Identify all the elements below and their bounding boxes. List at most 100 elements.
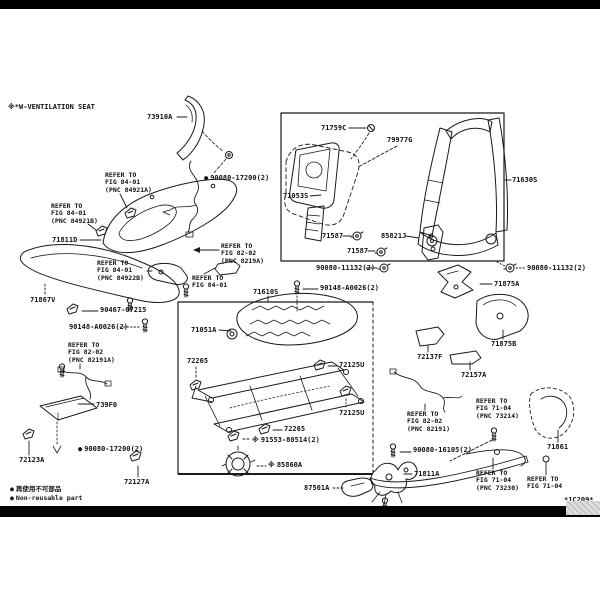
legend-text-jp: 再使用不可部品 [15, 485, 62, 493]
refer-line: REFER TO [476, 397, 508, 405]
part-label-72265-b: 72265 [284, 425, 306, 433]
seatback-wire-harness-drawing [162, 160, 199, 238]
refer-line: (PNC 8219A) [221, 256, 265, 265]
refer-line: (PNC 73214) [476, 411, 520, 420]
part-label-72265-a: 72265 [187, 357, 209, 365]
refer-line: FIG 84-01 [192, 281, 228, 290]
legend-text-en: Non-reusable part [15, 494, 83, 502]
refer-line: REFER TO [407, 410, 439, 418]
refer-note-fig71-04-pnc73230: REFER TO FIG 71-04 (PNC 73230) [476, 469, 520, 492]
part-label-71867v: 71867V [30, 296, 56, 304]
refer-line: (PNC 82191A) [68, 355, 115, 364]
part-label-71610s: 71610S [253, 288, 279, 296]
part-number-text: 90080-17200(2) [210, 174, 270, 182]
part-label-72123a: 72123A [19, 456, 45, 464]
armrest-bracket-drawings [147, 260, 241, 285]
seatback-board-drawing [284, 143, 360, 226]
top-black-bar [0, 0, 600, 9]
nonreusable-bullet-icon: ● [204, 174, 209, 182]
refer-line: REFER TO [221, 242, 253, 250]
ventilation-mark-icon: ※ [252, 436, 259, 444]
legend-nonreusable-jp: ●再使用不可部品 [10, 485, 62, 493]
cushion-edge-strip-drawing [369, 455, 529, 489]
part-label-85821j: 85821J [381, 232, 407, 240]
refer-note-fig84-01-short: REFER TO FIG 84-01 [192, 274, 228, 290]
seat-garnish-drawing [529, 387, 575, 439]
refer-note-fig71-04-short: REFER TO FIG 71-04 [527, 475, 563, 491]
track-bracket-drawing-72157 [449, 350, 482, 365]
refer-line: REFER TO [68, 341, 100, 349]
cushion-side-shield-drawing [19, 244, 180, 303]
refer-line: (PNC 84922B) [97, 273, 144, 282]
headrest-stay-drawing [176, 95, 233, 175]
refer-note-fig71-04-pnc73214: REFER TO FIG 71-04 (PNC 73214) [476, 397, 520, 420]
refer-line: FIG 84-01 [97, 266, 133, 275]
cushion-frame-drawing [226, 292, 358, 346]
part-label-85860a: ※85860A [268, 461, 302, 469]
part-label-72137f: 72137F [417, 353, 443, 361]
seat-cushion-shield-drawing [102, 178, 238, 254]
part-label-72125u-b: 72125U [339, 409, 365, 417]
part-label-739f0: 739F0 [96, 401, 118, 409]
part-number-text: 85860A [276, 461, 303, 469]
part-label-72125u-a: 72125U [339, 361, 365, 369]
part-number-text: 91553-80514(2) [260, 436, 320, 444]
part-label-72157a: 72157A [461, 371, 487, 379]
seat-wire-drawing-left [57, 366, 112, 400]
part-label-71811d: 71811D [52, 236, 78, 244]
legend-bullet-icon: ● [10, 494, 14, 502]
refer-line: FIG 84-01 [51, 209, 87, 218]
part-label-90080-11132-left: 90080-11132(2) [316, 264, 376, 272]
refer-line: (PNC 82191) [407, 424, 451, 433]
refer-line: REFER TO [51, 202, 83, 210]
part-label-71587-b: 71587 [347, 247, 369, 255]
refer-line: FIG 71-04 [527, 482, 563, 491]
refer-line: REFER TO [97, 259, 129, 267]
refer-line: FIG 84-01 [105, 178, 141, 187]
part-label-90080-17200-upper: ●90080-17200(2) [204, 174, 269, 182]
part-label-71051a: 71051A [191, 326, 217, 334]
refer-line: FIG 82-02 [407, 417, 443, 426]
refer-note-fig84-01-pnc84921b: REFER TO FIG 84-01 (PNC 84921B) [51, 202, 98, 225]
recliner-cover-bracket-drawing [421, 224, 444, 261]
part-label-72127a: 72127A [124, 478, 150, 486]
refer-line: REFER TO [105, 171, 137, 179]
belt-buckle-drawing [341, 477, 374, 497]
screw-drawing-71759C [350, 124, 375, 160]
recliner-outer-drawing [437, 264, 474, 299]
refer-note-fig82-02-pnc82191a: REFER TO FIG 82-02 (PNC 82191A) [68, 341, 115, 364]
refer-line: REFER TO [192, 274, 224, 282]
leader-lines [28, 116, 559, 489]
part-label-73910a: 73910A [147, 113, 173, 121]
part-label-91553-80514: ※91553-80514(2) [252, 436, 320, 444]
watermark-block [566, 501, 600, 515]
part-label-71875b: 71875B [491, 340, 517, 348]
bottom-black-bar [0, 506, 600, 517]
refer-note-fig82-02-pnc8219a: REFER TO FIG 82-02 (PNC 8219A) [221, 242, 265, 265]
refer-note-fig84-01-pnc84921a: REFER TO FIG 84-01 (PNC 84921A) [105, 171, 152, 194]
part-label-90467-07215: 90467-07215 [100, 306, 147, 314]
part-label-90080-16105: 90080-16105(2) [413, 446, 473, 454]
part-label-71587-a: 71587 [322, 232, 344, 240]
seat-wire-drawing-right [389, 368, 463, 413]
refer-line: FIG 82-02 [221, 249, 257, 258]
legend-bullet-icon: ● [10, 485, 14, 493]
refer-note-fig82-02-pnc82191: REFER TO FIG 82-02 (PNC 82191) [407, 410, 451, 433]
part-label-90148-a0026-right: 90148-A0026(2) [320, 284, 380, 292]
part-label-90080-17200-lower: ●90080-17200(2) [78, 445, 143, 453]
part-label-71875a: 71875A [494, 280, 520, 288]
refer-line: (PNC 73230) [476, 483, 520, 492]
refer-line: REFER TO [527, 475, 559, 483]
seatback-frame-drawing [417, 117, 509, 256]
refer-line: FIG 71-04 [476, 476, 512, 485]
nonreusable-bullet-icon: ● [78, 445, 83, 453]
cable-drawing-bottom-right [465, 449, 550, 467]
refer-note-fig84-01-pnc84922b: REFER TO FIG 84-01 (PNC 84922B) [97, 259, 144, 282]
part-label-71630s: 71630S [512, 176, 538, 184]
ventilation-note: ※*W-VENTILATION SEAT [8, 103, 95, 111]
track-bracket-drawing-72137 [415, 326, 445, 347]
ventilation-unit-drawing [289, 142, 340, 242]
recliner-inner-drawing [475, 293, 529, 340]
